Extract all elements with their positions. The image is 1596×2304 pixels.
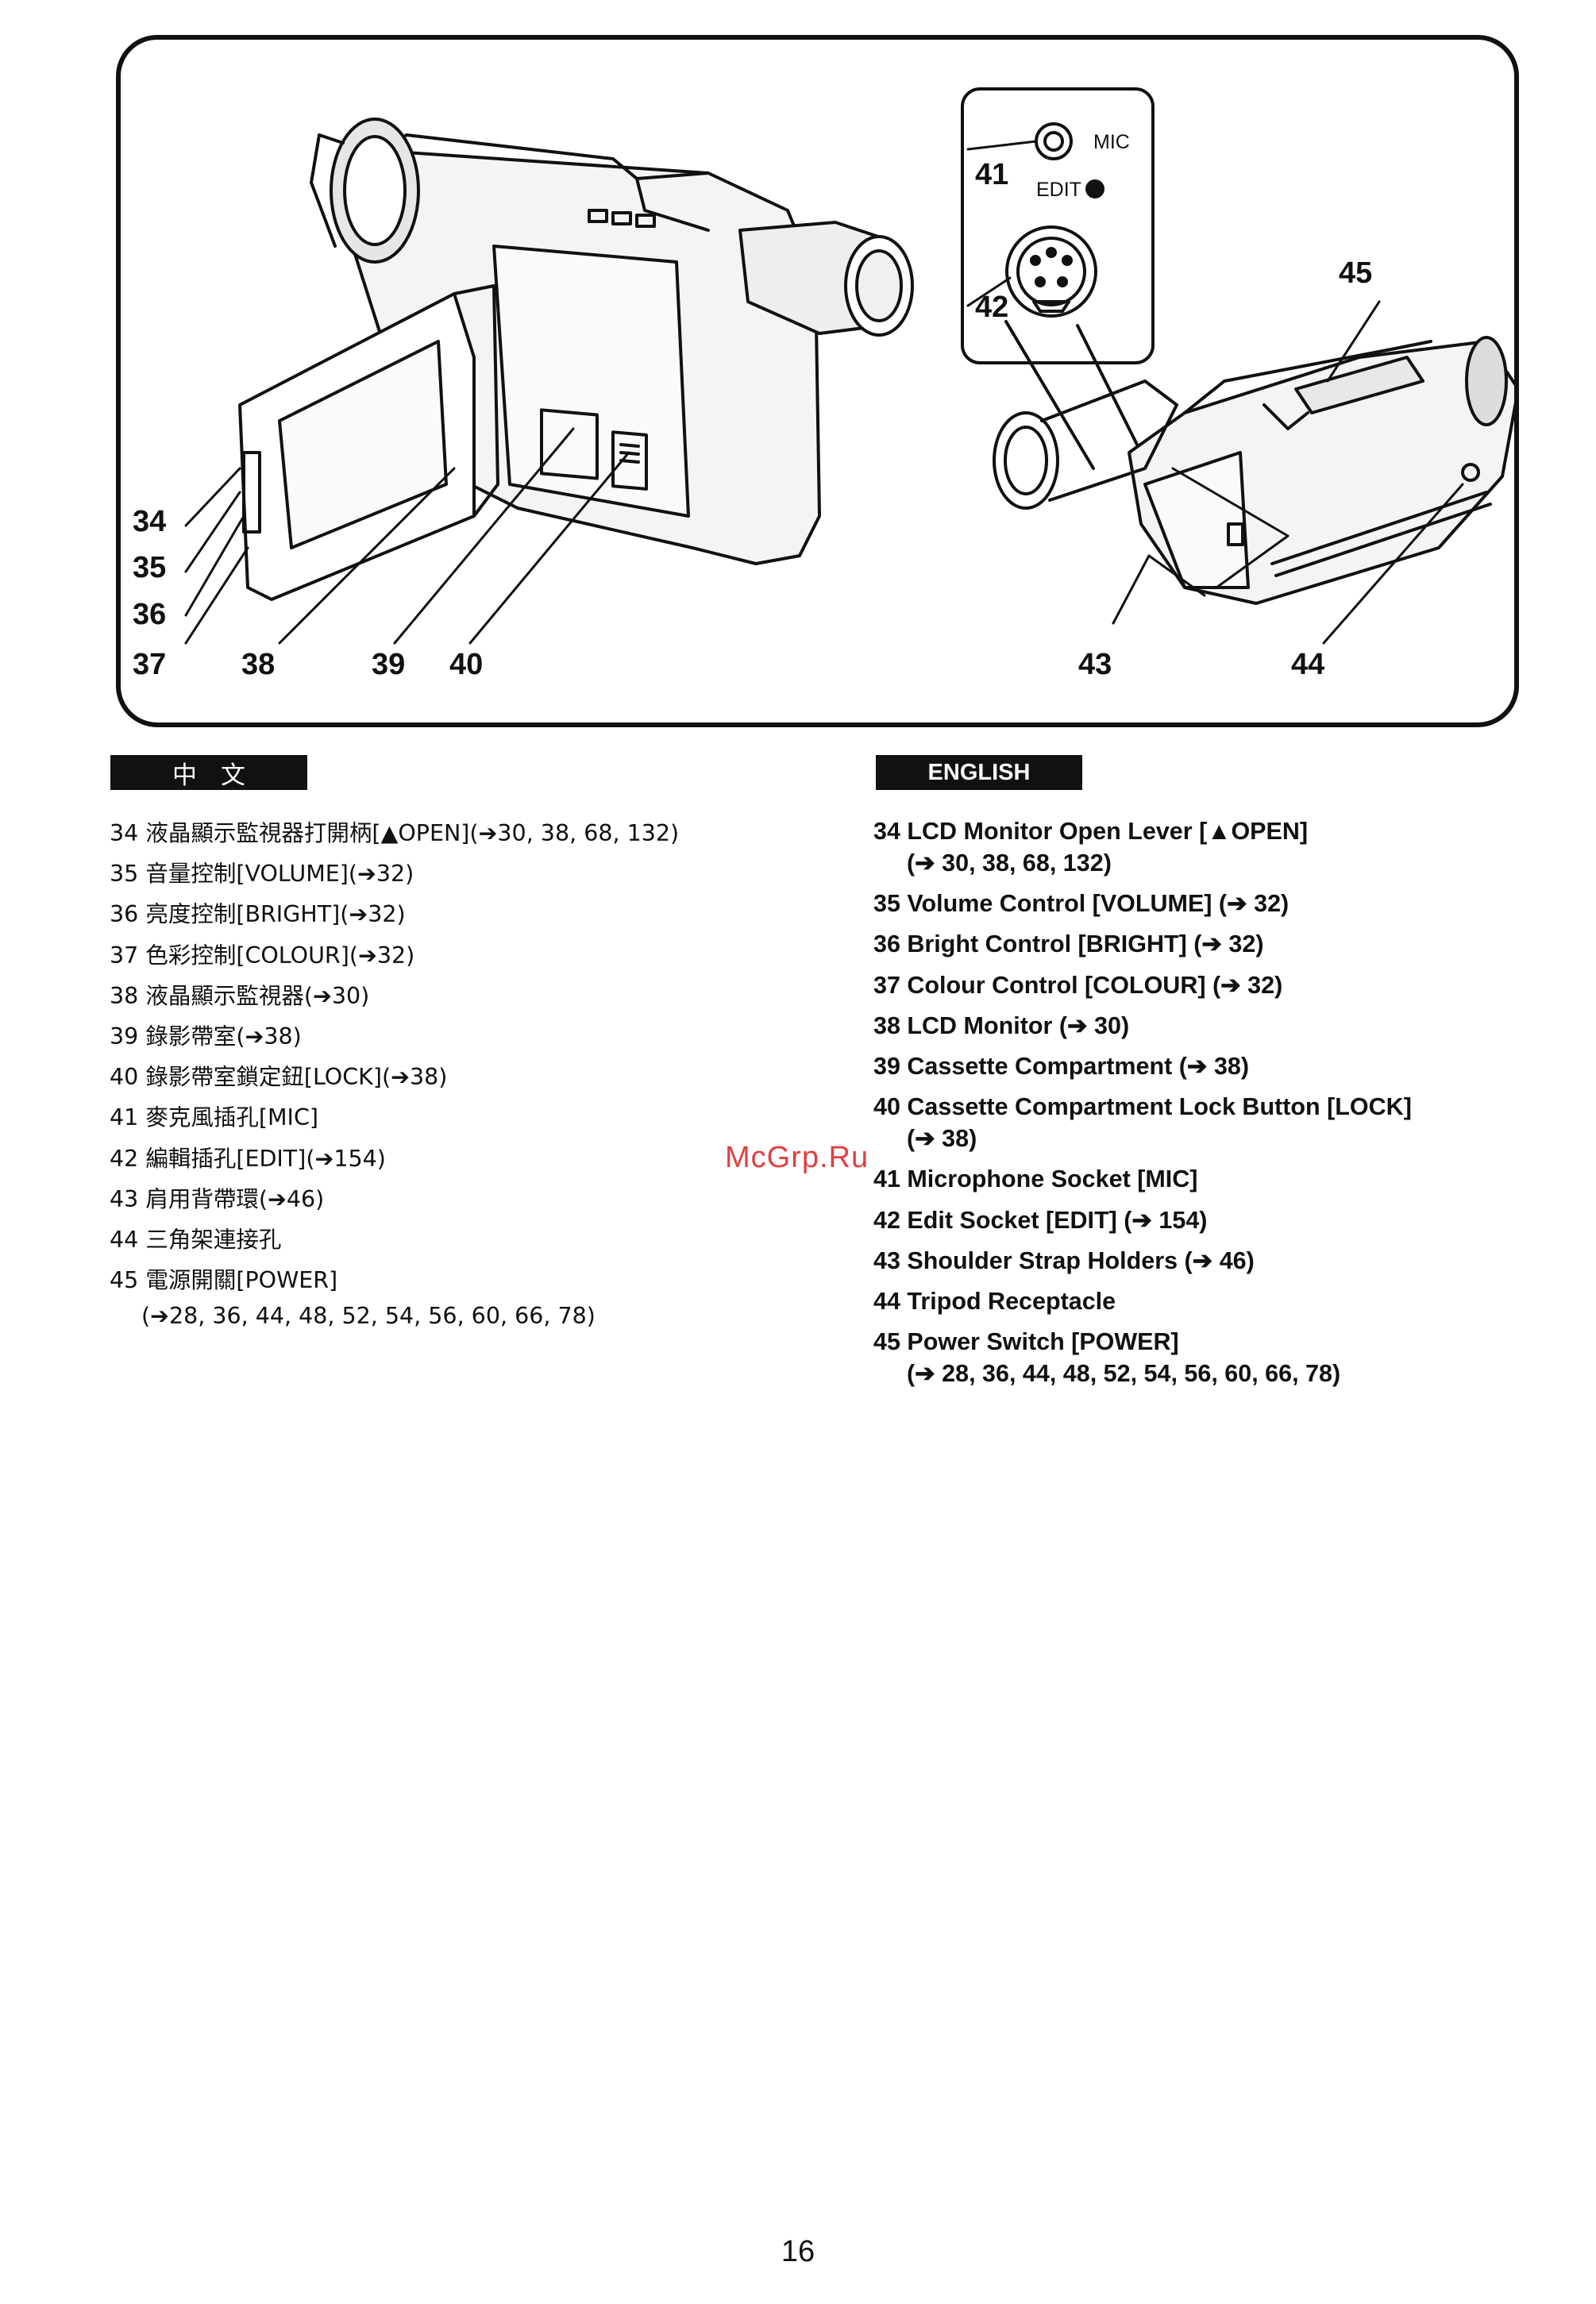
callout-39: 39 (372, 648, 406, 681)
zh-item-38: 38 液晶顯示監視器(➔30) (110, 982, 370, 1009)
callout-43: 43 (1078, 648, 1112, 681)
callout-42: 42 (975, 291, 1009, 324)
callout-37: 37 (133, 648, 167, 681)
callout-44: 44 (1291, 648, 1325, 681)
chinese-section-header: 中文 (110, 755, 307, 790)
zh-item-45-refs: (➔28, 36, 44, 48, 52, 54, 56, 60, 66, 78… (141, 1303, 596, 1330)
zh-item-39: 39 錄影帶室(➔38) (110, 1023, 302, 1050)
en-item-36: 36 Bright Control [BRIGHT] (➔ 32) (873, 930, 1264, 958)
callout-38: 38 (241, 648, 276, 681)
callout-41: 41 (975, 158, 1009, 191)
english-parts-list: 34 LCD Monitor Open Lever [▲OPEN] (➔ 30,… (873, 815, 1572, 1398)
en-item-43: 43 Shoulder Strap Holders (➔ 46) (873, 1246, 1255, 1274)
en-item-41: 41 Microphone Socket [MIC] (873, 1165, 1198, 1193)
zh-item-40: 40 錄影帶室鎖定鈕[LOCK](➔38) (110, 1064, 448, 1091)
en-item-35: 35 Volume Control [VOLUME] (➔ 32) (873, 890, 1290, 918)
edit-label: EDIT (1036, 179, 1081, 201)
watermark: McGrp.Ru (725, 1141, 869, 1174)
zh-item-36: 36 亮度控制[BRIGHT](➔32) (110, 901, 406, 928)
chinese-parts-list: 34 液晶顯示監視器打開柄[▲OPEN](➔30, 38, 68, 132) 3… (110, 813, 777, 1332)
callout-36: 36 (133, 598, 167, 631)
left-camcorder-drawing (238, 118, 914, 601)
en-item-40: 40 Cassette Compartment Lock Button [LOC… (873, 1091, 1572, 1163)
en-item-45: 45 Power Switch [POWER] (➔ 28, 36, 44, 4… (873, 1326, 1572, 1398)
callout-45: 45 (1339, 256, 1373, 290)
en-item-refs: (➔ 28, 36, 44, 48, 52, 54, 56, 60, 66, 7… (907, 1360, 1341, 1388)
zh-item-37: 37 色彩控制[COLOUR](➔32) (110, 942, 415, 969)
english-section-header: ENGLISH (876, 755, 1082, 790)
figure-frame: 34 35 36 37 38 39 40 41 42 43 44 45 MIC … (116, 35, 1519, 727)
en-item-text: 34 LCD Monitor Open Lever [▲OPEN] (873, 818, 1309, 845)
socket-inset-drawing (961, 87, 1155, 470)
en-item-37: 37 Colour Control [COLOUR] (➔ 32) (873, 971, 1283, 999)
en-item-42: 42 Edit Socket [EDIT] (➔ 154) (873, 1206, 1208, 1234)
en-item-44: 44 Tripod Receptacle (873, 1287, 1116, 1315)
zh-item-35: 35 音量控制[VOLUME](➔32) (110, 861, 414, 888)
zh-item-44: 44 三角架連接孔 (110, 1226, 282, 1253)
callout-40: 40 (449, 648, 484, 681)
en-item-38: 38 LCD Monitor (➔ 30) (873, 1011, 1130, 1039)
page-number: 16 (781, 2235, 815, 2268)
en-item-text: 40 Cassette Compartment Lock Button [LOC… (873, 1093, 1412, 1121)
en-item-39: 39 Cassette Compartment (➔ 38) (873, 1052, 1250, 1080)
zh-item-42: 42 編輯插孔[EDIT](➔154) (110, 1145, 386, 1172)
leader-lines (184, 140, 1464, 645)
zh-item-41: 41 麥克風插孔[MIC] (110, 1104, 318, 1131)
callout-34: 34 (133, 505, 167, 538)
en-item-34: 34 LCD Monitor Open Lever [▲OPEN] (➔ 30,… (873, 815, 1572, 888)
en-item-refs: (➔ 30, 38, 68, 132) (907, 850, 1112, 877)
zh-item-45: 45 電源開關[POWER] (110, 1267, 338, 1294)
zh-item-43: 43 肩用背帶環(➔46) (110, 1185, 325, 1212)
en-item-text: 45 Power Switch [POWER] (873, 1328, 1179, 1356)
mic-label: MIC (1093, 131, 1130, 153)
callout-35: 35 (133, 551, 167, 584)
zh-item-34: 34 液晶顯示監視器打開柄[▲OPEN](➔30, 38, 68, 132) (110, 820, 680, 846)
camcorder-illustration (184, 87, 1514, 645)
right-camcorder-drawing (993, 336, 1514, 605)
en-item-refs: (➔ 38) (907, 1125, 977, 1153)
